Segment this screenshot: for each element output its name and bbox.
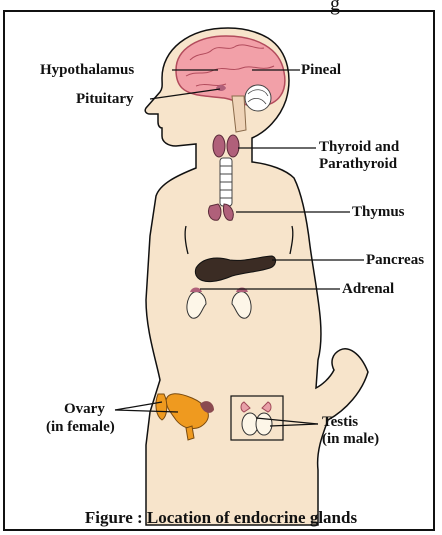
label-pineal: Pineal <box>301 62 341 78</box>
label-pancreas: Pancreas <box>366 252 424 268</box>
label-ovary-line1: Ovary <box>64 401 105 417</box>
label-adrenal: Adrenal <box>342 281 394 297</box>
cerebellum <box>245 85 271 111</box>
label-pituitary: Pituitary <box>76 91 134 107</box>
label-testis-line2: (in male) <box>322 431 379 447</box>
label-testis-line1: Testis <box>322 414 358 430</box>
label-thyroid-line1: Thyroid and <box>319 139 399 155</box>
trachea <box>220 158 232 206</box>
label-ovary-line2: (in female) <box>46 419 115 435</box>
figure-caption: Figure : Location of endocrine glands <box>0 508 442 528</box>
label-thyroid-line2: Parathyroid <box>319 156 397 172</box>
label-hypothalamus: Hypothalamus <box>40 62 134 78</box>
label-thymus: Thymus <box>352 204 405 220</box>
